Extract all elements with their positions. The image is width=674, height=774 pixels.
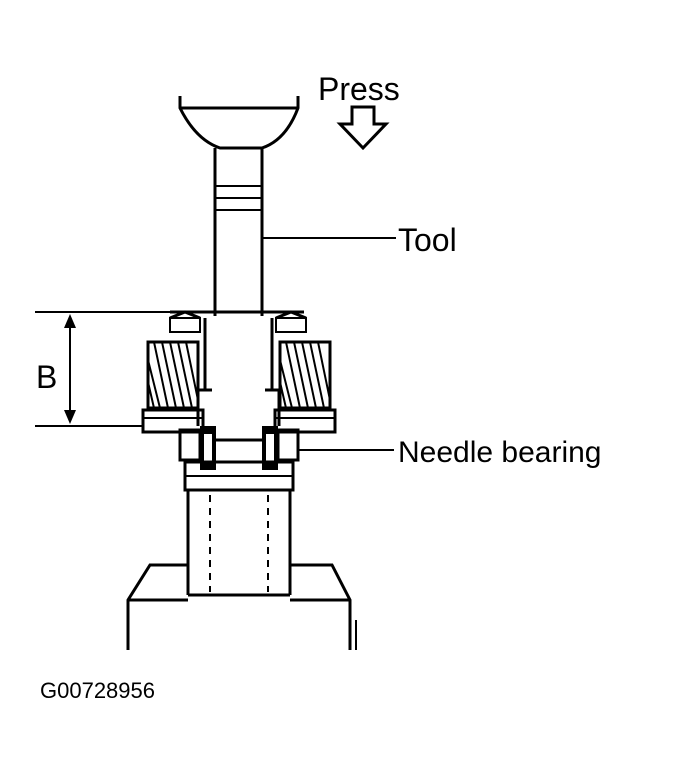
tool-label: Tool [398,222,457,258]
gear-right-teeth [278,340,332,410]
gear-top-plate [169,310,307,333]
support-base [126,490,357,650]
needle-bearing-part [200,426,278,470]
needle-bearing-label: Needle bearing [398,436,601,469]
tool-shaft [213,148,264,316]
gear-left-teeth [146,340,200,410]
gear-hub [196,318,281,426]
press-ram [178,96,300,150]
gear-lower-flange [141,408,337,434]
press-label: Press [318,71,400,107]
figure-id-label: G00728956 [40,678,155,703]
dimension-b-label: B [36,359,57,395]
dimension-b [35,311,170,427]
shaft-collar [178,428,300,492]
down-arrow-icon [336,105,390,151]
